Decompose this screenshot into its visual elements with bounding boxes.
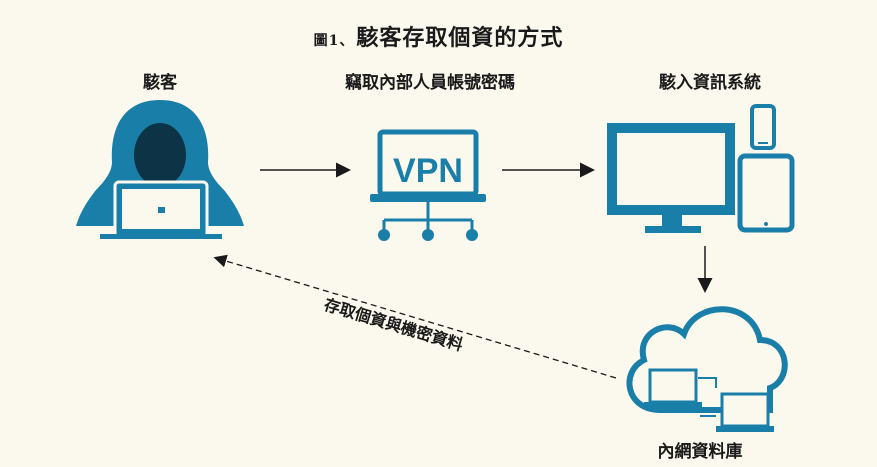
hacker-label: 駭客 [143,73,177,93]
intranet-laptop-left-icon [644,368,702,408]
title-text: 駭客存取個資的方式 [356,25,564,51]
figure-number: 圖1、 [313,33,355,49]
phone-icon [750,104,776,150]
intranet-link-arrows [698,377,717,417]
intranet-laptop-right-icon [716,392,774,432]
arrow-data-exfiltration [213,254,617,379]
exfiltration-label: 存取個資與機密資料 [322,295,465,355]
intranet-label: 內網資料庫 [657,442,743,462]
hacker-icon [76,100,244,239]
tablet-icon [737,153,795,233]
vpn-laptop-icon [370,129,486,241]
vpn-text: VPN [393,152,463,190]
diagram-title: 圖1、駭客存取個資的方式 [0,20,877,52]
systems-label: 駭入資訊系統 [659,73,761,93]
vpn-label: 竊取內部人員帳號密碼 [345,73,515,93]
monitor-icon [607,123,735,233]
